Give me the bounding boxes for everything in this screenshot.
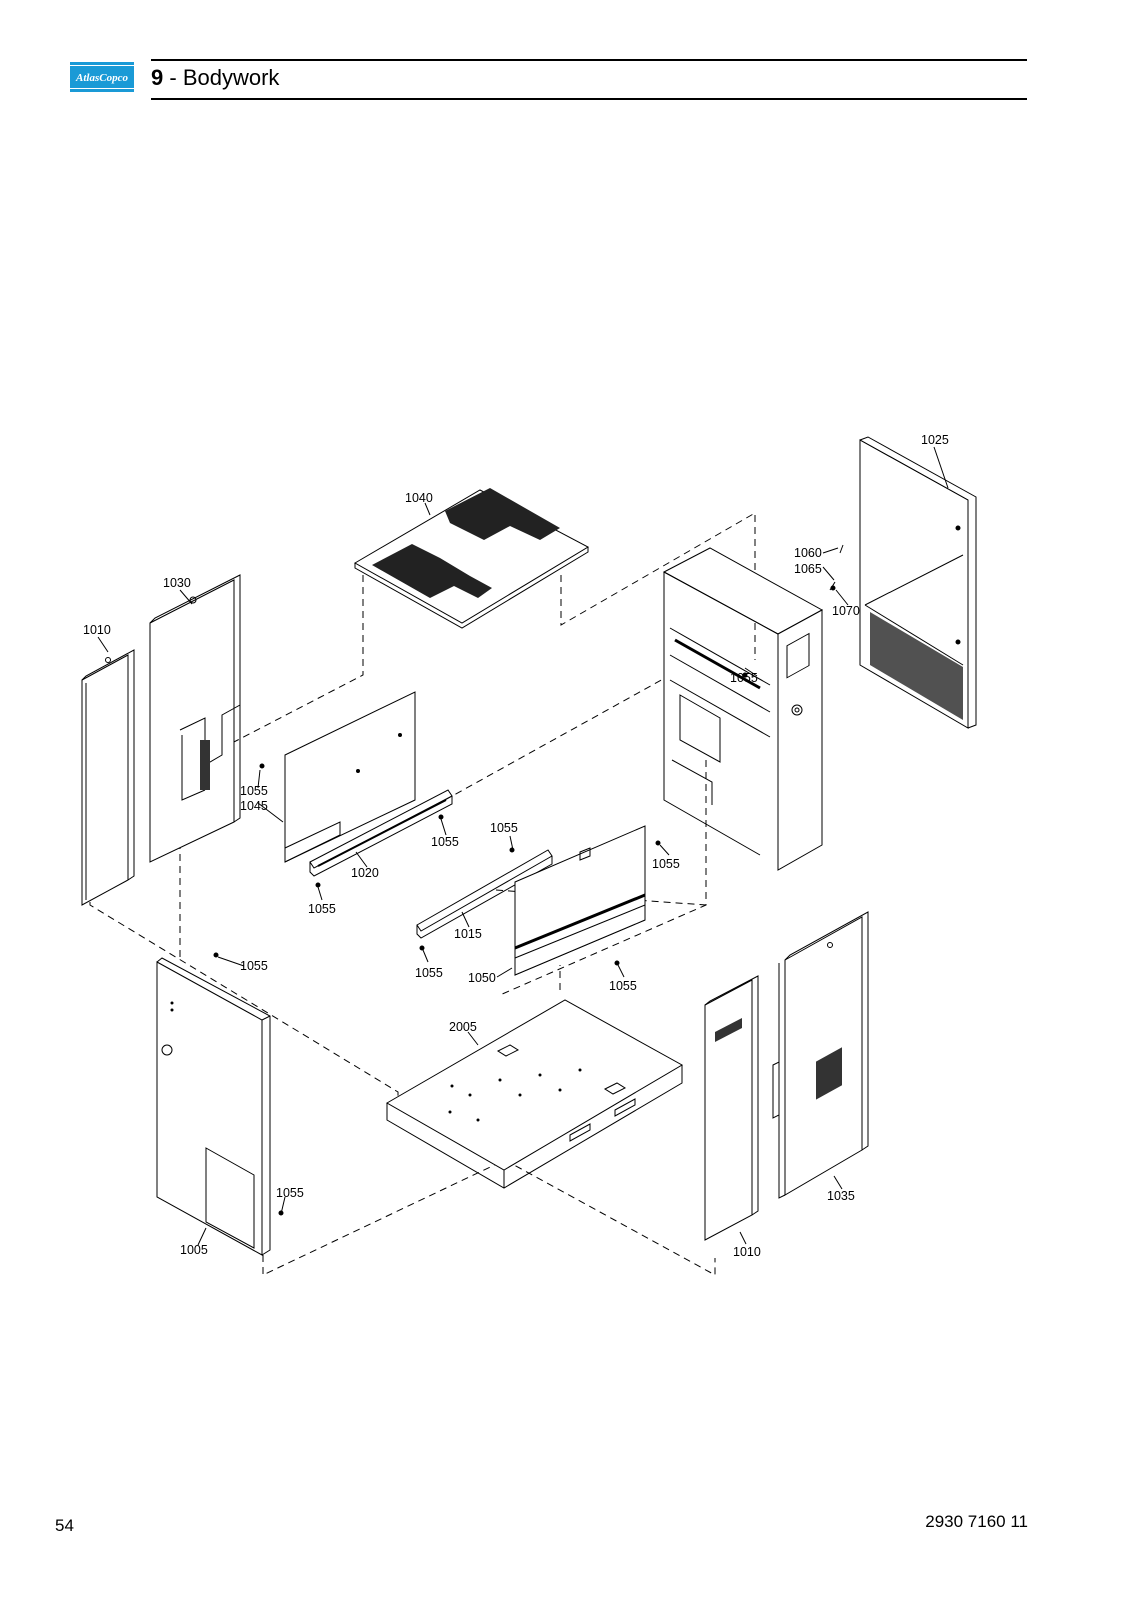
callout-2005: 2005 [449,1020,477,1034]
callout-labels: 1025 1040 1060 1065 1070 1030 1010 1055 … [83,433,949,1259]
fasteners-1060-1065-1070 [829,544,844,591]
part-1020-rail [309,789,453,877]
callout-1055-door-top: 1055 [240,959,268,973]
header-bottom-rule [151,98,1027,100]
callout-1030: 1030 [163,576,191,590]
part-1040-roof-panel [353,488,590,629]
part-1025-side-panel [859,436,977,729]
callout-1010-right: 1010 [733,1245,761,1259]
chapter-title: Bodywork [182,65,280,90]
header-top-rule [151,59,1027,61]
part-2005-base [385,999,684,1189]
callout-1055-frame: 1055 [730,671,758,685]
callout-1035: 1035 [827,1189,855,1203]
callout-1055-left-panel: 1055 [240,784,268,798]
part-1050-panel [514,825,646,976]
part-1005-door [156,957,271,1256]
callout-1015: 1015 [454,927,482,941]
document-number: 2930 7160 11 [925,1512,1028,1531]
callout-1055-door-side: 1055 [276,1186,304,1200]
callout-1055-panel-1050-right: 1055 [652,857,680,871]
part-1010-panel-left [81,649,135,906]
part-1015-rail [416,849,553,939]
callout-1055-rail-1015-top: 1055 [490,821,518,835]
part-frame [662,547,824,871]
callout-1045: 1045 [240,799,268,813]
screw-fasteners [213,672,748,1216]
callout-1055-panel-1050-bottom: 1055 [609,979,637,993]
assembly-guide-lines [89,512,756,1276]
callout-1060: 1060 [794,546,822,560]
callout-1025: 1025 [921,433,949,447]
page-title: 9 - Bodywork [151,64,279,92]
part-1030-panel [149,574,241,863]
callout-1070: 1070 [832,604,860,618]
callout-1055-rail-1020-end: 1055 [308,902,336,916]
callout-1055-rail-1015-end: 1055 [415,966,443,980]
part-1045-inner-panel [284,691,416,863]
chapter-separator: - [163,65,183,90]
callout-1020: 1020 [351,866,379,880]
part-1010-panel-right [704,975,759,1241]
callout-1005: 1005 [180,1243,208,1257]
callout-1050: 1050 [468,971,496,985]
callout-1010-left: 1010 [83,623,111,637]
leader-lines [97,446,949,1246]
logo-text: AtlasCopco [75,72,128,84]
callout-1055-rail-1020: 1055 [431,835,459,849]
part-1035-door [772,911,869,1199]
page-number: 54 [55,1516,74,1535]
callout-1065: 1065 [794,562,822,576]
atlas-copco-logo: AtlasCopco [70,62,134,92]
callout-1040: 1040 [405,491,433,505]
chapter-number: 9 [151,65,164,90]
